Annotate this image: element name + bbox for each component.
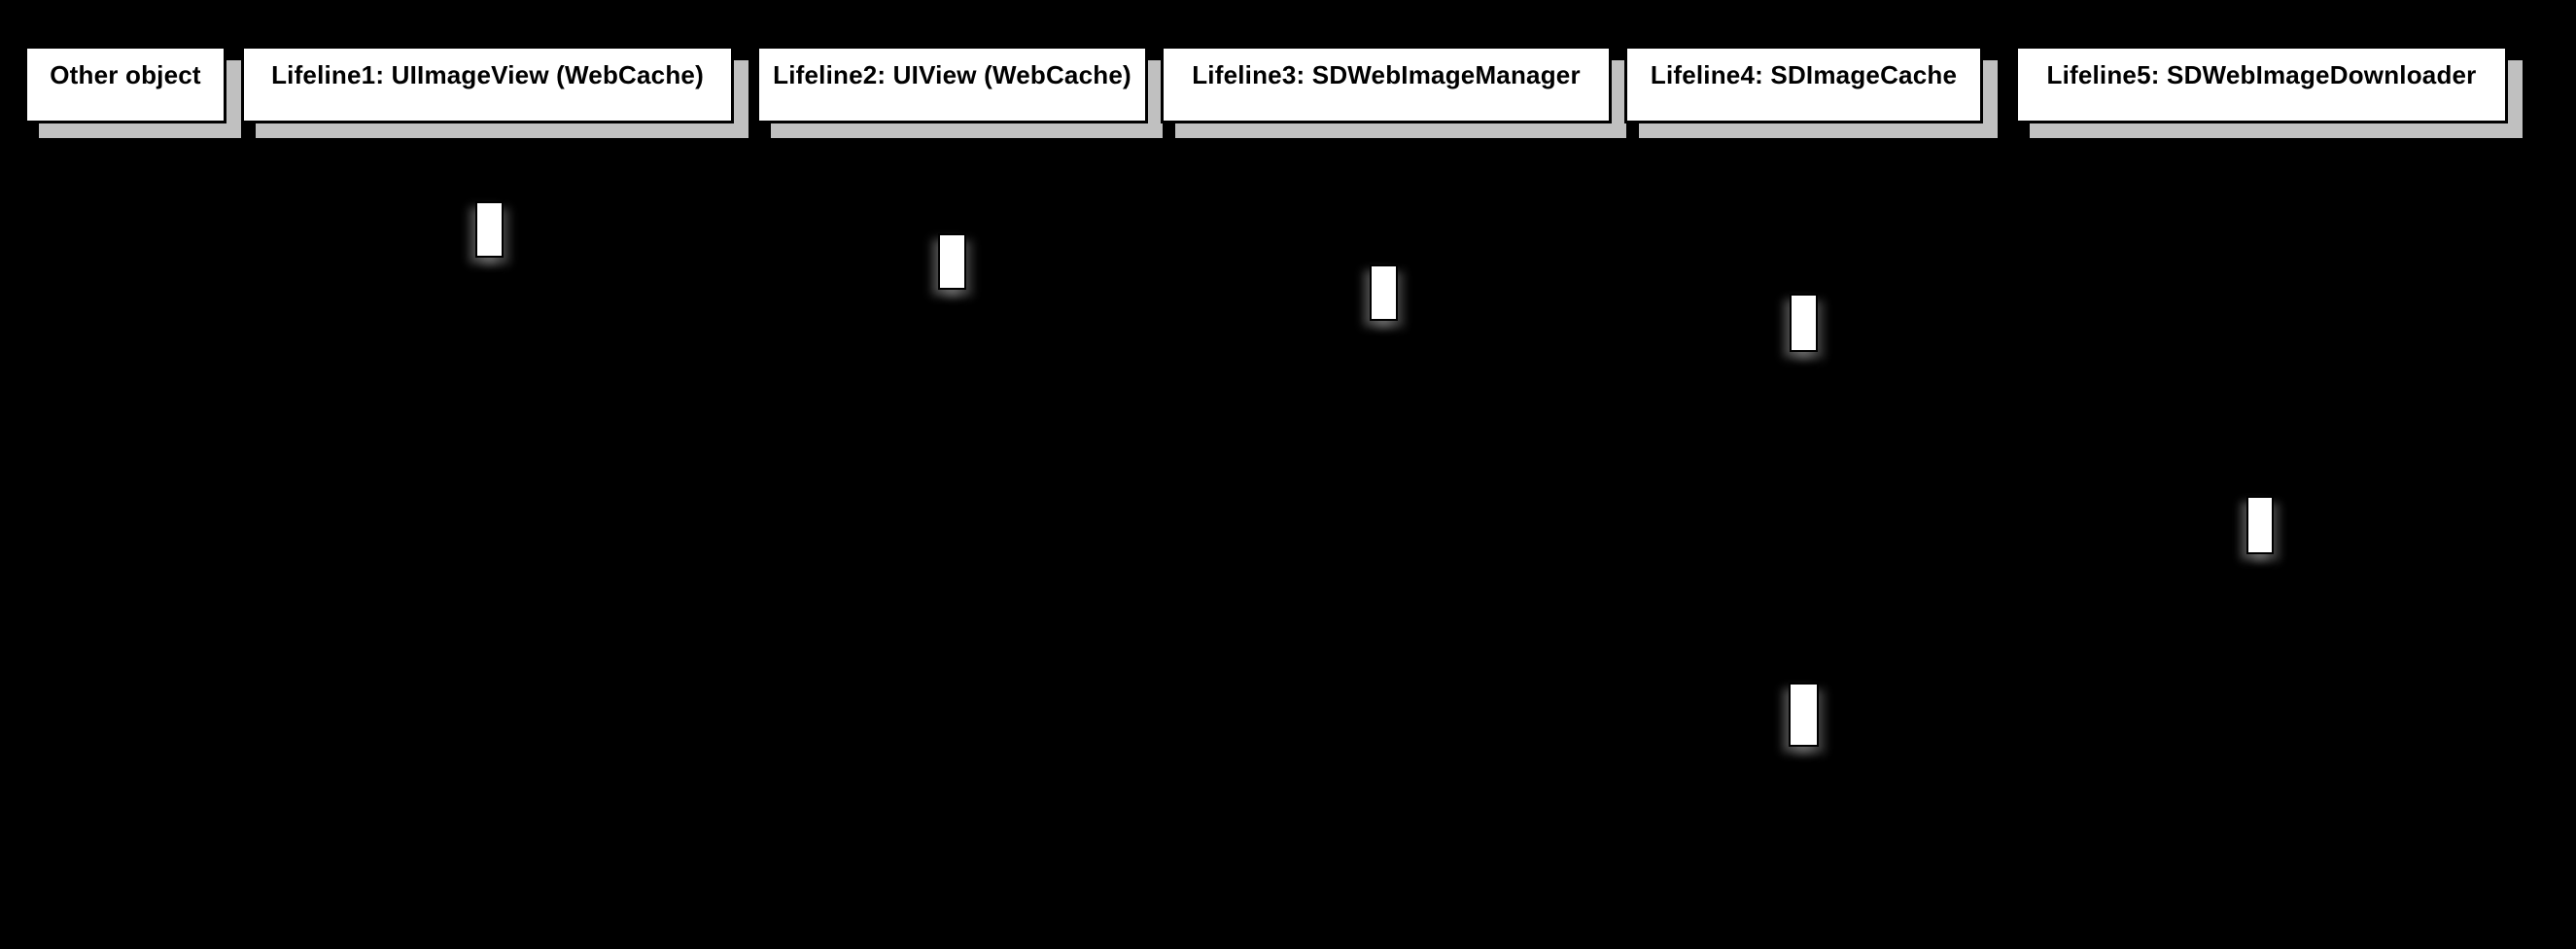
activation-bar-lifeline3 [1370,264,1398,321]
activation-bar-lifeline1 [475,201,504,258]
lifeline-head-lifeline5: Lifeline5: SDWebImageDownloader [2015,46,2508,123]
activation-bar-lifeline5 [2246,496,2274,554]
lifeline-head-other-object: Other object [24,46,226,123]
lifeline-label-lifeline3: Lifeline3: SDWebImageManager [1192,59,1581,89]
lifeline-dash-lifeline1 [486,123,489,933]
activation-bar-lifeline2 [938,233,966,290]
lifeline-head-lifeline4: Lifeline4: SDImageCache [1624,46,1983,123]
lifeline-dash-lifeline3 [1384,123,1387,933]
lifeline-head-lifeline1: Lifeline1: UIImageView (WebCache) [241,46,734,123]
lifeline-label-lifeline2: Lifeline2: UIView (WebCache) [773,59,1131,89]
lifeline-label-other-object: Other object [50,59,201,89]
lifeline-head-lifeline3: Lifeline3: SDWebImageManager [1161,46,1612,123]
activation-bar-lifeline4-first [1790,294,1818,352]
activation-bar-lifeline4-second [1789,683,1819,747]
lifeline-label-lifeline4: Lifeline4: SDImageCache [1650,59,1958,89]
lifeline-label-lifeline1: Lifeline1: UIImageView (WebCache) [271,59,704,89]
lifeline-head-lifeline2: Lifeline2: UIView (WebCache) [756,46,1148,123]
lifeline-label-lifeline5: Lifeline5: SDWebImageDownloader [2046,59,2477,89]
lifeline-dash-other-object [123,123,126,933]
lifeline-dash-lifeline4 [1802,123,1805,933]
lifeline-dash-lifeline2 [951,123,954,933]
